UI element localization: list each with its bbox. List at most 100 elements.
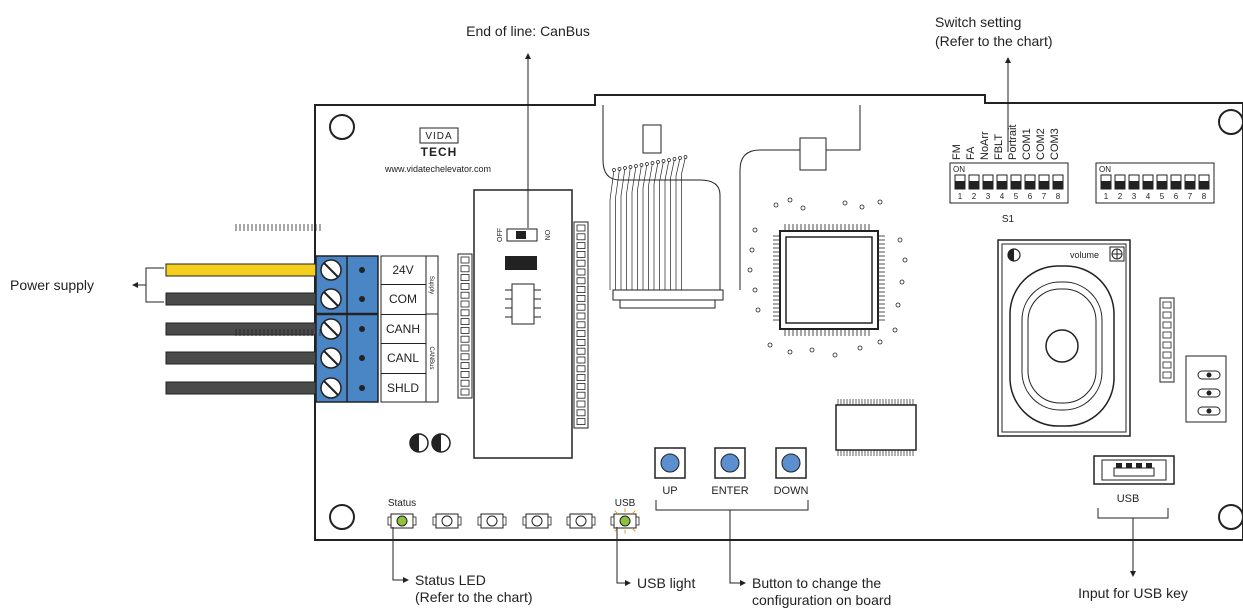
mounting-hole xyxy=(329,504,355,530)
dip-number: 3 xyxy=(1132,192,1137,201)
usb-port[interactable]: USB xyxy=(1093,455,1175,505)
status-led xyxy=(387,513,417,529)
contrast-icons xyxy=(409,433,451,453)
dip-setting-label: FM xyxy=(951,144,963,160)
jumper-off-label: OFF xyxy=(497,228,504,242)
dip-number: 6 xyxy=(1174,192,1179,201)
button-down-label: DOWN xyxy=(774,485,809,497)
callout-status-led: Status LED xyxy=(415,572,486,588)
dip-setting-label: FA xyxy=(965,146,977,160)
brand-url: www.vidatechelevator.com xyxy=(384,164,491,174)
flex-cable xyxy=(602,105,861,309)
half-moon-icon xyxy=(409,433,429,453)
wire xyxy=(165,351,317,365)
callout-end-of-line: End of line: CanBus xyxy=(466,23,590,39)
terminal-label: CANL xyxy=(387,351,419,365)
callout-button-change-sub: configuration on board xyxy=(752,592,891,608)
dip2-on-label: ON xyxy=(1099,165,1111,174)
dip1-on-label: ON xyxy=(953,165,965,174)
canbus-group-label: CANBus xyxy=(428,346,434,369)
dip-number: 1 xyxy=(1104,192,1109,201)
speaker: volume xyxy=(997,239,1131,437)
dip-setting-label: COM3 xyxy=(1049,128,1061,160)
status-led-label: Status xyxy=(388,498,416,509)
terminal-screw xyxy=(320,318,365,340)
led xyxy=(522,513,552,529)
dip-number: 6 xyxy=(1028,192,1033,201)
brand-logo: VIDA TECH www.vidatechelevator.com xyxy=(384,127,491,174)
dip-number: 8 xyxy=(1202,192,1207,201)
mcu-chip xyxy=(235,197,908,358)
dip-setting-label: NoArr xyxy=(979,131,991,160)
terminal-screw xyxy=(320,377,365,399)
logo-vida-text: VIDA xyxy=(425,131,452,142)
callout-button-change: Button to change the xyxy=(752,575,881,591)
header-pins-left xyxy=(457,253,473,399)
termination-jumper[interactable] xyxy=(506,228,538,242)
dip-number: 7 xyxy=(1042,192,1047,201)
dip-setting-label: Portrait xyxy=(1007,125,1019,160)
dip-number: 3 xyxy=(986,192,991,201)
jumper-on-label: ON xyxy=(543,230,550,241)
speaker-cone xyxy=(1045,329,1079,363)
callout-power-supply: Power supply xyxy=(10,277,94,293)
terminal-label: CANH xyxy=(386,322,420,336)
led xyxy=(477,513,507,529)
dip-number: 7 xyxy=(1188,192,1193,201)
side-connector xyxy=(1159,297,1175,383)
dip-setting-label: COM2 xyxy=(1035,128,1047,160)
dip-number: 2 xyxy=(972,192,977,201)
logo-tech-text: TECH xyxy=(421,145,458,159)
mounting-holes xyxy=(329,109,1243,530)
button-enter[interactable]: ENTER xyxy=(711,447,749,497)
terminal-screw xyxy=(320,347,365,369)
can-chip xyxy=(505,256,537,270)
terminal-label: 24V xyxy=(392,263,413,277)
dip-number: 5 xyxy=(1014,192,1019,201)
button-up[interactable]: UP xyxy=(654,447,686,497)
usb-led-label: USB xyxy=(615,498,636,509)
mounting-hole xyxy=(329,114,355,140)
dip-number: 1 xyxy=(958,192,963,201)
led xyxy=(566,513,596,529)
half-moon-icon xyxy=(1007,248,1021,262)
header-pins-right xyxy=(573,221,589,429)
half-moon-icon xyxy=(431,433,451,453)
volume-label: volume xyxy=(1070,250,1099,260)
led xyxy=(432,513,462,529)
usb-port-label: USB xyxy=(1117,493,1140,505)
dip-number: 2 xyxy=(1118,192,1123,201)
wire xyxy=(165,292,317,306)
callout-lines xyxy=(132,53,1169,586)
terminal-label: SHLD xyxy=(387,381,419,395)
terminal-block xyxy=(315,255,379,403)
callout-switch-setting: Switch setting xyxy=(935,14,1021,30)
button-down[interactable]: DOWN xyxy=(774,447,809,497)
callout-usb-light: USB light xyxy=(637,575,695,591)
wire xyxy=(165,381,317,395)
volume-knob-icon[interactable] xyxy=(1109,246,1125,262)
terminal-screw xyxy=(320,259,365,281)
terminal-screw xyxy=(320,288,365,310)
mounting-hole xyxy=(1218,109,1243,135)
secondary-chip xyxy=(835,399,917,456)
dip1-name: S1 xyxy=(1002,214,1015,225)
callout-usb-input: Input for USB key xyxy=(1078,585,1188,601)
button-enter-label: ENTER xyxy=(711,485,748,497)
dip-number: 8 xyxy=(1056,192,1061,201)
dip-setting-label: COM1 xyxy=(1021,128,1033,160)
wire xyxy=(165,322,317,336)
dip-number: 4 xyxy=(1000,192,1005,201)
usb-led xyxy=(610,508,640,534)
led-row xyxy=(387,508,640,534)
can-transceiver xyxy=(505,283,541,325)
callout-status-led-sub: (Refer to the chart) xyxy=(415,589,533,605)
terminal-label: COM xyxy=(389,292,417,306)
dip-number: 5 xyxy=(1160,192,1165,201)
dip-number: 4 xyxy=(1146,192,1151,201)
